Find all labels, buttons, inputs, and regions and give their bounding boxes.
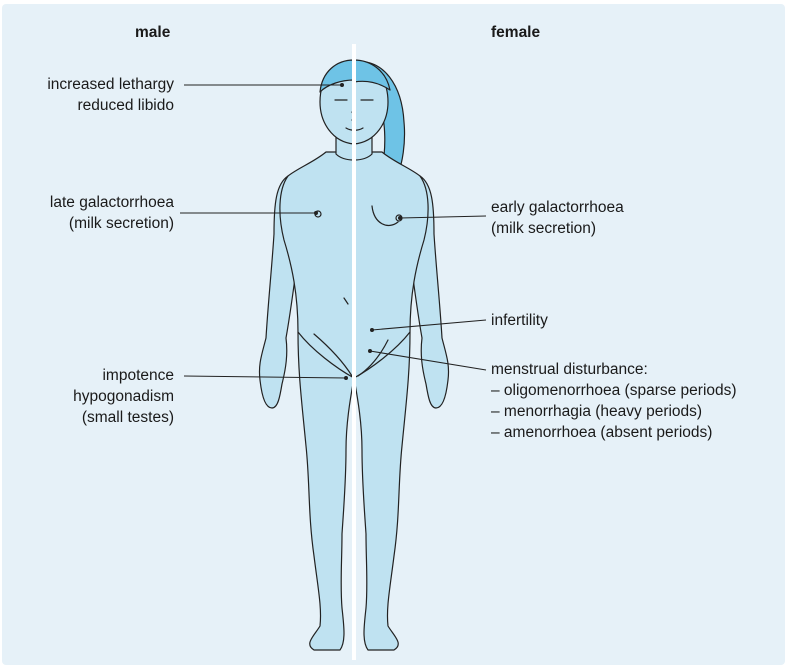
label-impotence: impotence hypogonadism (small testes) xyxy=(73,365,174,428)
menstrual-line1: menstrual disturbance: xyxy=(491,359,737,380)
female-heading: female xyxy=(491,22,540,43)
label-infertility: infertility xyxy=(491,310,548,331)
right-leg xyxy=(354,332,410,650)
label-early-galactorrhoea: early galactorrhoea (milk secretion) xyxy=(491,197,624,239)
figure-panel: male female increased lethargy reduced l… xyxy=(2,4,785,665)
male-heading: male xyxy=(135,22,170,43)
impotence-line1: impotence xyxy=(73,365,174,386)
late-galac-line1: late galactorrhoea xyxy=(50,192,174,213)
early-galac-line1: early galactorrhoea xyxy=(491,197,624,218)
label-menstrual: menstrual disturbance: – oligomenorrhoea… xyxy=(491,359,737,443)
infertility-line1: infertility xyxy=(491,310,548,331)
impotence-line2: hypogonadism xyxy=(73,386,174,407)
lethargy-line1: increased lethargy xyxy=(47,74,174,95)
impotence-line3: (small testes) xyxy=(73,407,174,428)
menstrual-line4: – amenorrhoea (absent periods) xyxy=(491,422,737,443)
late-galac-line2: (milk secretion) xyxy=(50,213,174,234)
menstrual-line2: – oligomenorrhoea (sparse periods) xyxy=(491,380,737,401)
early-galac-line2: (milk secretion) xyxy=(491,218,624,239)
menstrual-line3: – menorrhagia (heavy periods) xyxy=(491,401,737,422)
lethargy-line2: reduced libido xyxy=(47,95,174,116)
label-late-galactorrhoea: late galactorrhoea (milk secretion) xyxy=(50,192,174,234)
label-lethargy: increased lethargy reduced libido xyxy=(47,74,174,116)
